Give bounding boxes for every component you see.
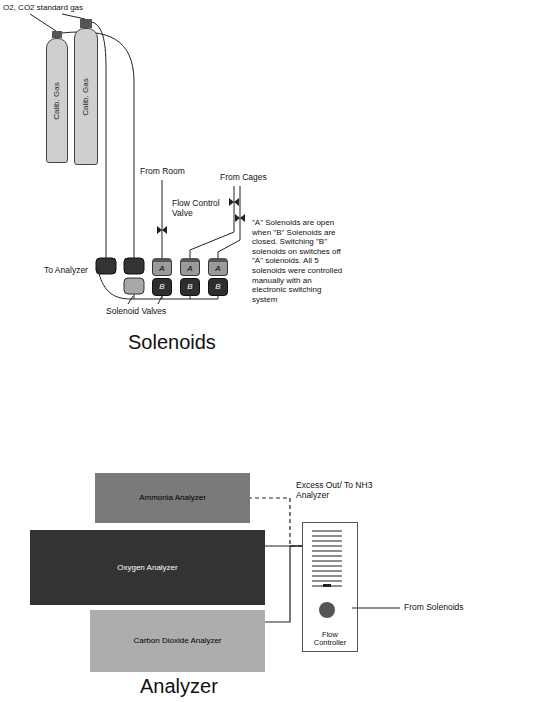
node-text: B [159,282,164,291]
outlet-line [96,268,99,271]
node-text: Oxygen Analyzer [117,563,177,572]
solenoid-valve [124,278,144,294]
analyzer-box: Oxygen Analyzer [30,530,265,605]
node-text: A [187,264,192,273]
flow-controller-body [302,522,352,652]
room-line [162,180,163,258]
cylinder-cap [80,19,92,28]
cage-line [218,186,240,258]
inlet-label: From Room [140,166,185,176]
inlet-label: From Solenoids [404,602,464,612]
flow-controller: Flow Controller [302,522,358,652]
node-text: Flow Controller [307,631,353,648]
solenoid-valve: B [180,278,200,296]
flow-valve-symbol [235,214,245,222]
outlet-line [134,294,218,299]
flow-valve-symbol [157,226,167,234]
node-text: B [215,282,220,291]
gas-line [62,32,134,258]
analyzer-box: Carbon Dioxide Analyzer [90,610,265,672]
outlet-label: Excess Out/ To NH3 Analyzer [296,480,376,500]
part-label: Solenoid Valves [106,306,166,316]
solenoid-valve: B [152,278,172,296]
valve-label: Flow Control Valve [172,198,228,218]
gas-cylinder: Calib. Gas [74,28,98,165]
analyzer-box: Ammonia Analyzer [95,473,250,523]
gas-line [265,546,302,622]
leader-line [62,14,85,19]
solenoid-valve: B [208,278,228,296]
inlet-label: From Cages [220,172,267,182]
leader-line [128,296,162,304]
solenoid-valve: A [208,258,228,276]
outlet-line [99,274,134,299]
solenoid-valve: A [152,258,172,276]
node-text: A [159,264,164,273]
solenoid-valve: A [180,258,200,276]
flow-scale [312,530,342,590]
node-text: Calib. Gas [52,82,61,119]
gas-label: O2, CO2 standard gas [3,3,83,13]
outlet-label: To Analyzer [44,265,88,275]
flow-valve-symbol [229,198,239,206]
node-text: A [215,264,220,273]
flow-indicator [323,584,331,587]
caption: Solenoids [128,330,216,354]
inlet-line [352,608,400,609]
leader-line [30,14,56,31]
control-knob [319,602,335,618]
solenoid-valve [96,258,116,274]
node-text: Carbon Dioxide Analyzer [133,636,221,645]
solenoid-valve [124,258,144,274]
node-text: B [187,282,192,291]
note-text: "A" Solenoids are open when "B" Solenoid… [252,218,344,304]
gas-cylinder: Calib. Gas [46,38,68,163]
node-text: Calib. Gas [81,78,90,115]
node-text: Ammonia Analyzer [139,493,206,502]
cylinder-cap [52,31,62,38]
caption: Analyzer [140,674,218,698]
